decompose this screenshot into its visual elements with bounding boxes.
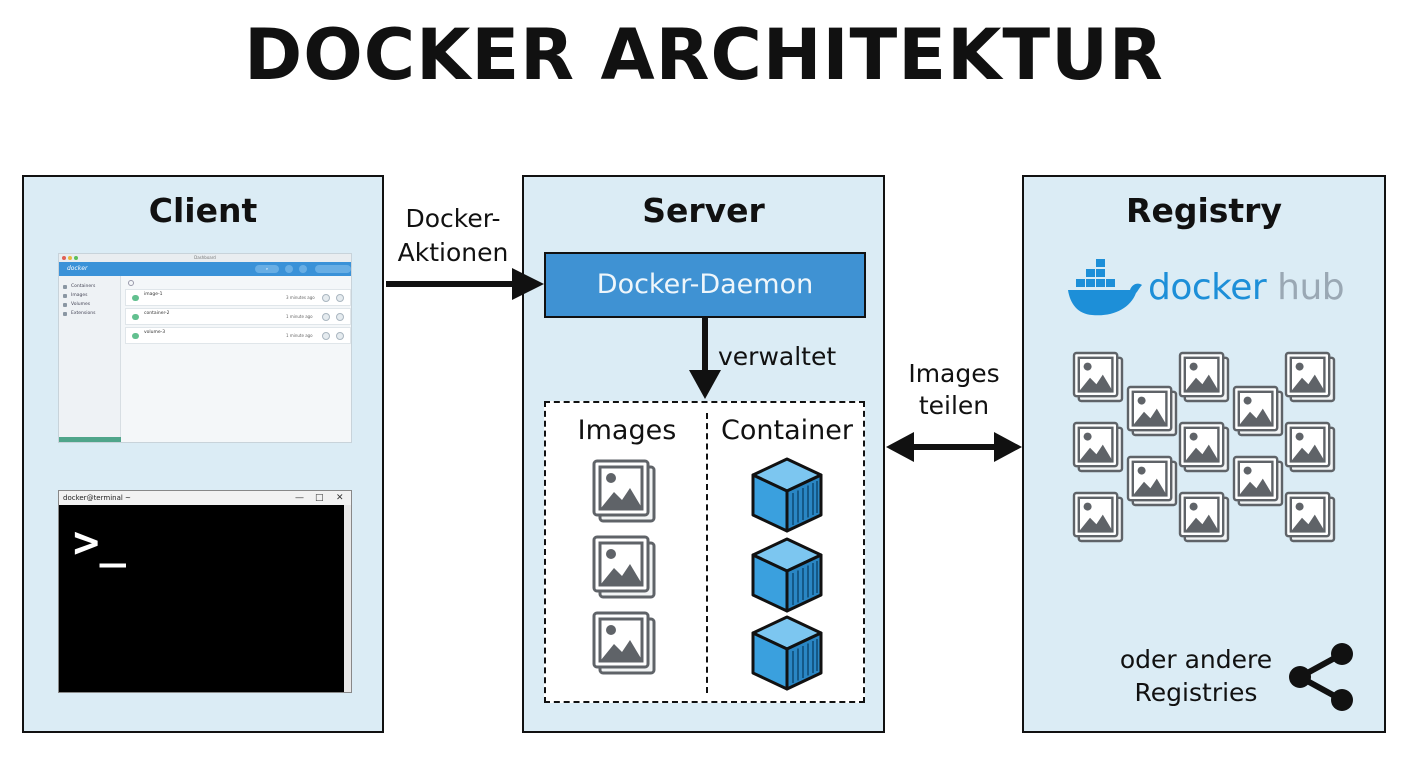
row-action-icon xyxy=(336,332,344,340)
images-heading: Images xyxy=(577,415,677,446)
gear-icon xyxy=(299,265,307,273)
row-name: volume-3 xyxy=(144,330,166,335)
arrowhead-icon xyxy=(512,268,544,300)
row-name: container-2 xyxy=(144,311,170,316)
arrowhead-icon xyxy=(689,370,721,399)
user-menu xyxy=(315,265,351,273)
hub-brand: docker xyxy=(1148,267,1267,308)
arrowhead-icon xyxy=(886,432,914,462)
other-registries-label: oder andere Registries xyxy=(1119,645,1273,707)
docker-hub-logo: docker hub xyxy=(1066,255,1356,325)
row-icon xyxy=(132,295,139,301)
row-name: image-1 xyxy=(144,292,163,297)
settings-icon xyxy=(285,265,293,273)
close-icon: ✕ xyxy=(336,493,344,503)
containers-heading: Container xyxy=(721,415,853,446)
desktop-list-row: container-2 1 minute ago xyxy=(125,308,351,325)
row-action-icon xyxy=(322,294,330,302)
docker-actions-label: Docker- Aktionen xyxy=(397,204,509,267)
maximize-icon: □ xyxy=(315,493,324,503)
terminal-scrollbar xyxy=(344,505,351,692)
client-title: Client xyxy=(148,191,258,230)
desktop-titlebar: Dashboard xyxy=(59,254,351,262)
row-icon xyxy=(132,314,139,320)
manages-label: verwaltet xyxy=(718,342,837,371)
diagram-title: DOCKER ARCHITEKTUR xyxy=(244,14,1164,96)
sidebar-item: Images xyxy=(59,291,120,300)
terminal-prompt: >_ xyxy=(73,517,126,568)
client-panel: Client Dashboard docker ⌕ Containers Ima… xyxy=(22,175,384,733)
registry-panel: Registry docker hub xyxy=(1022,175,1386,733)
docker-desktop-window: Dashboard docker ⌕ Containers Images Vol… xyxy=(58,253,352,443)
server-title: Server xyxy=(642,191,765,230)
desktop-topbar: docker ⌕ xyxy=(59,262,351,276)
desktop-window-title: Dashboard xyxy=(194,255,216,260)
row-action-icon xyxy=(336,294,344,302)
images-containers-box: Images Container xyxy=(544,401,865,703)
desktop-search-pill: ⌕ xyxy=(255,265,279,273)
close-dot-icon xyxy=(62,256,66,260)
docker-daemon-box: Docker-Daemon xyxy=(544,252,866,318)
dashed-divider xyxy=(706,413,708,693)
row-icon xyxy=(132,333,139,339)
desktop-search-input xyxy=(125,278,351,287)
row-action-icon xyxy=(336,313,344,321)
docker-hub-wordmark: docker hub xyxy=(1148,267,1345,308)
sidebar-item: Extensions xyxy=(59,309,120,318)
terminal-title: docker@terminal ~ xyxy=(63,494,131,502)
share-images-label: Images teilen xyxy=(908,359,1000,420)
row-time: 1 minute ago xyxy=(286,314,313,319)
docker-whale-icon xyxy=(1068,259,1142,316)
arrowhead-icon xyxy=(994,432,1022,462)
row-action-icon xyxy=(322,332,330,340)
minimize-dot-icon xyxy=(68,256,72,260)
server-panel: Server Docker-Daemon verwaltet Images Co… xyxy=(522,175,885,733)
sidebar-item: Volumes xyxy=(59,300,120,309)
desktop-list-row: volume-3 1 minute ago xyxy=(125,327,351,344)
hub-suffix: hub xyxy=(1277,267,1345,308)
sidebar-item: Containers xyxy=(59,282,120,291)
row-action-icon xyxy=(322,313,330,321)
terminal-titlebar: docker@terminal ~ — □ ✕ xyxy=(59,491,351,505)
desktop-main: image-1 3 minutes ago container-2 1 minu… xyxy=(125,278,351,442)
desktop-status-bar xyxy=(59,437,121,442)
minimize-icon: — xyxy=(295,493,304,503)
terminal-window: docker@terminal ~ — □ ✕ >_ xyxy=(58,490,352,693)
row-time: 1 minute ago xyxy=(286,333,313,338)
share-icon xyxy=(1289,643,1353,711)
docker-logo-small: docker xyxy=(67,265,88,272)
maximize-dot-icon xyxy=(74,256,78,260)
registry-title: Registry xyxy=(1126,191,1282,230)
row-time: 3 minutes ago xyxy=(286,295,315,300)
desktop-sidebar: Containers Images Volumes Extensions xyxy=(59,276,121,442)
desktop-list-row: image-1 3 minutes ago xyxy=(125,289,351,306)
